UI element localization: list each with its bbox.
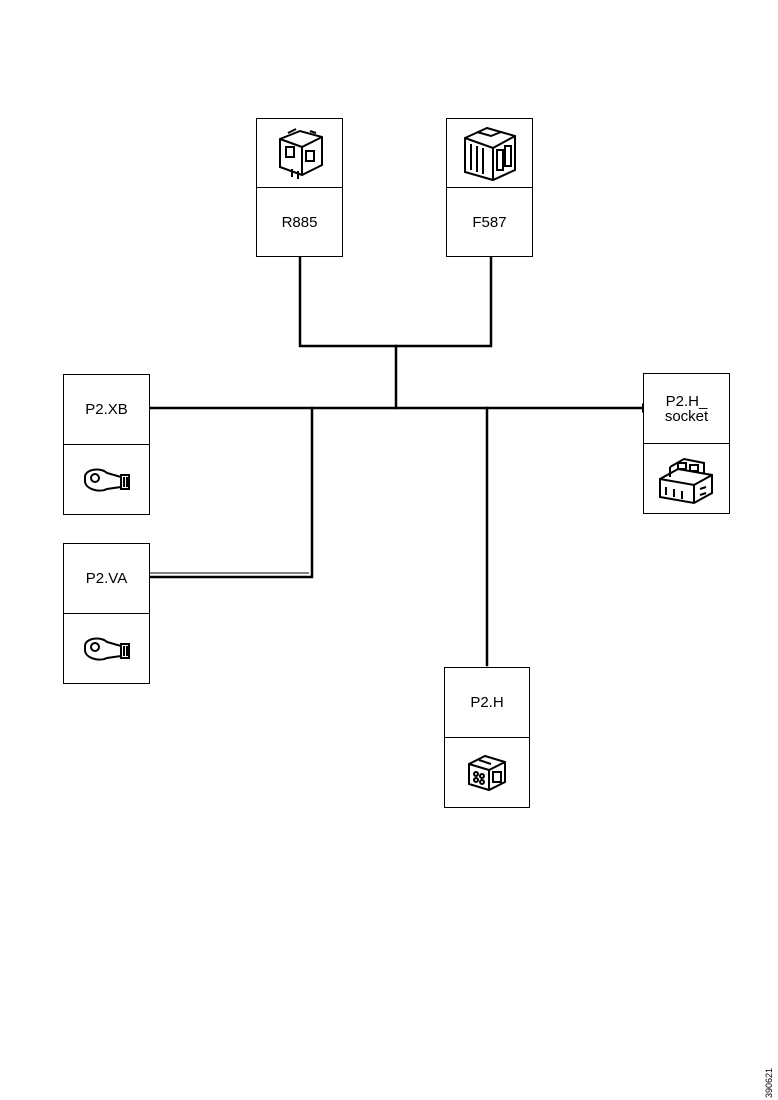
connector-f587-image — [447, 119, 532, 187]
connector-p2va-image — [64, 613, 149, 683]
fuse-holder-icon — [463, 126, 516, 182]
ring-terminal-icon — [83, 637, 130, 661]
wire-r885 — [298, 255, 493, 348]
connector-p2h-label-cell: P2.H — [445, 668, 529, 737]
socket-connector-icon — [658, 457, 713, 504]
ring-terminal-icon — [83, 468, 130, 492]
connector-p2va-label-cell: P2.VA — [64, 544, 149, 613]
connector-r885-label-cell: R885 — [257, 187, 342, 256]
connector-p2h-socket-label: P2.H_ socket — [664, 392, 709, 425]
document-id: 390621 — [764, 1067, 774, 1098]
connector-p2va-label: P2.VA — [85, 570, 128, 587]
connector-f587-label: F587 — [472, 213, 507, 231]
connector-p2xb-label: P2.XB — [85, 401, 128, 418]
connector-p2xb[interactable]: P2.XB — [63, 374, 150, 515]
connector-p2h-socket-label-cell: P2.H_ socket — [644, 374, 729, 443]
connector-p2h[interactable]: P2.H — [444, 667, 530, 808]
connector-p2h-socket-image — [644, 443, 729, 513]
connector-p2va[interactable]: P2.VA — [63, 543, 150, 684]
connector-r885-label: R885 — [281, 213, 318, 231]
connector-p2h-label: P2.H — [470, 694, 504, 711]
connector-r885-image — [257, 119, 342, 187]
wire-p2va — [147, 406, 314, 579]
multi-pin-connector-icon — [468, 754, 506, 791]
connector-f587-label-cell: F587 — [447, 187, 532, 256]
connector-p2xb-label-cell: P2.XB — [64, 375, 149, 444]
connector-p2xb-image — [64, 444, 149, 514]
relay-socket-icon — [278, 128, 323, 179]
connector-f587[interactable]: F587 — [446, 118, 533, 257]
connector-r885[interactable]: R885 — [256, 118, 343, 257]
connector-p2h-socket[interactable]: P2.H_ socket — [643, 373, 730, 514]
connector-p2h-image — [445, 737, 529, 807]
